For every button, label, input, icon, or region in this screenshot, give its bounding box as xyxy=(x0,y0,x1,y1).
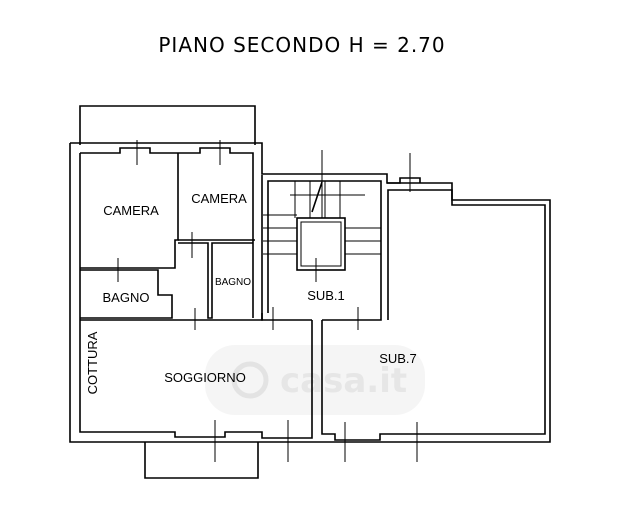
room-label-soggiorno: SOGGIORNO xyxy=(164,370,246,385)
outer-walls xyxy=(69,142,551,443)
room-label-bagno-left: BAGNO xyxy=(103,290,150,305)
interior-walls xyxy=(80,153,382,321)
room-label-cottura: COTTURA xyxy=(85,331,100,394)
watermark-text: casa.it xyxy=(280,361,407,401)
room-label-sub1: SUB.1 xyxy=(307,288,345,303)
window-ticks xyxy=(117,140,418,462)
balcony-bottom xyxy=(144,442,259,479)
room-label-camera-left: CAMERA xyxy=(103,203,159,218)
plan-title: PIANO SECONDO H = 2.70 xyxy=(158,33,445,57)
room-label-bagno-right: BAGNO xyxy=(215,277,251,288)
room-label-sub7: SUB.7 xyxy=(379,351,417,366)
staircase xyxy=(263,150,381,271)
balcony-top xyxy=(79,105,256,145)
watermark: casa.it xyxy=(205,345,425,415)
room-label-camera-right: CAMERA xyxy=(191,191,247,206)
